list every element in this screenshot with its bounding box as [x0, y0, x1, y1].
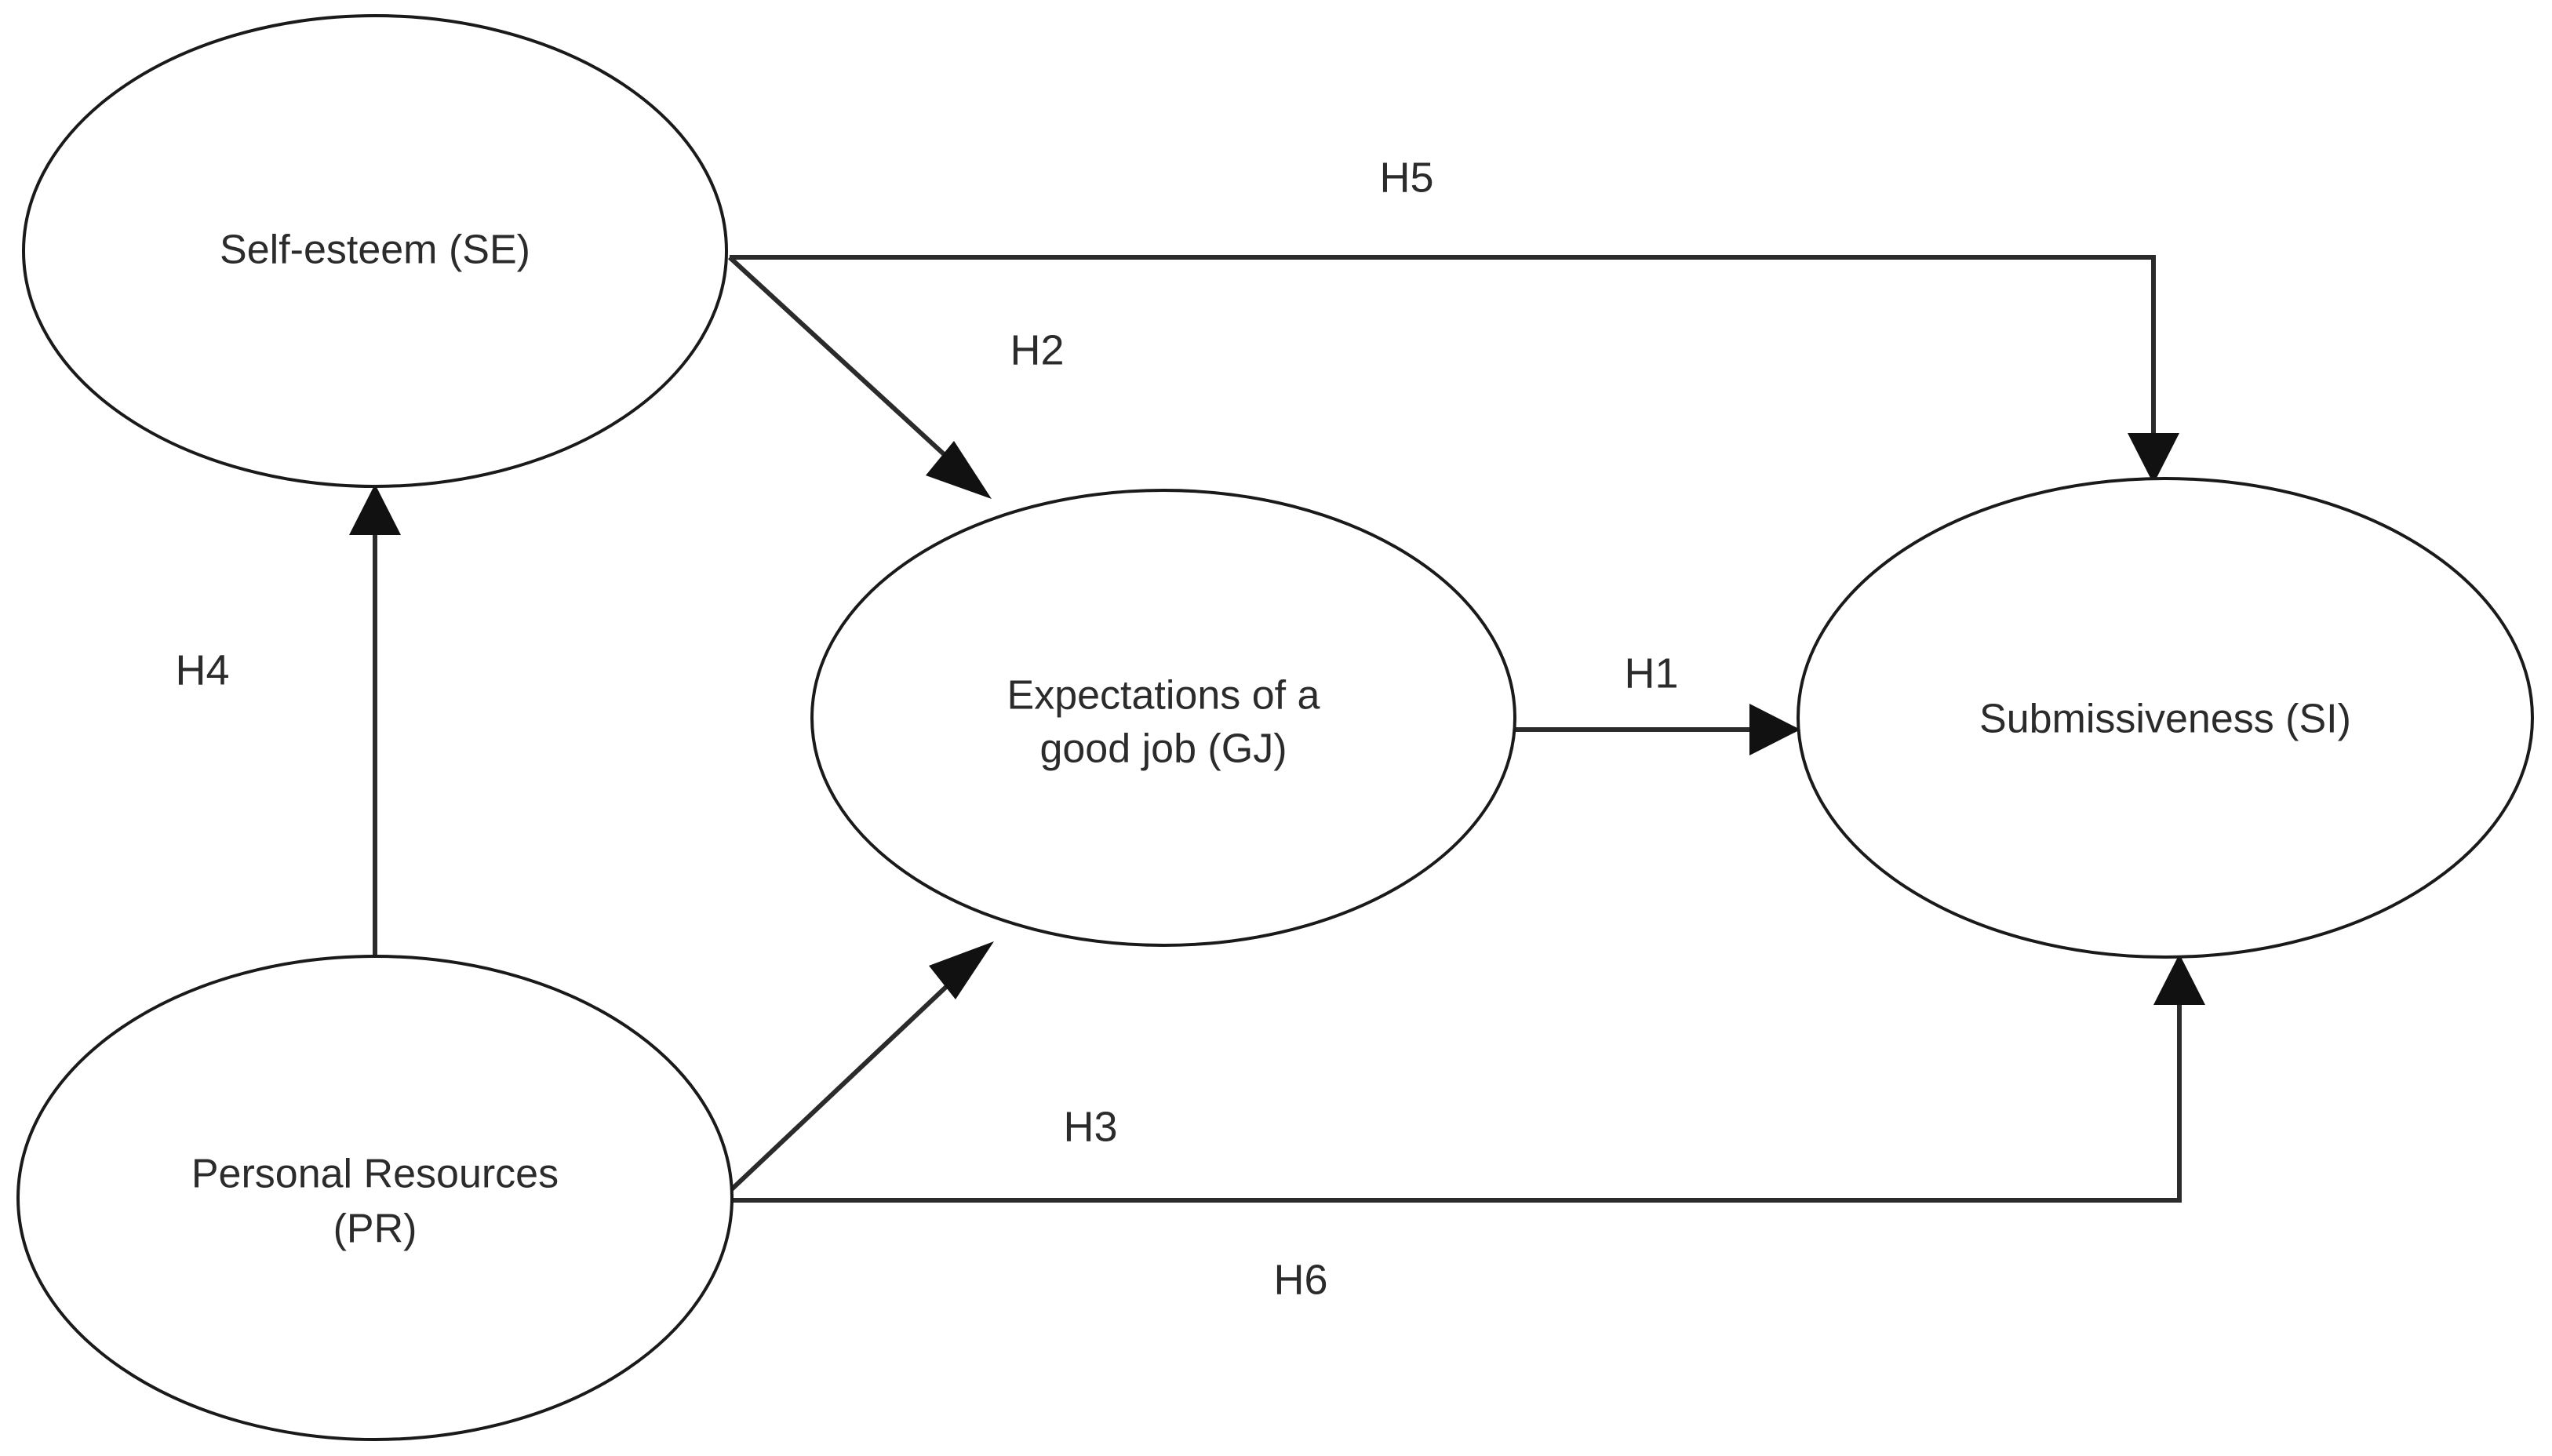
edge-label-h3: H3: [1063, 1103, 1117, 1150]
node-expectations-good-job-label-line1: Expectations of a: [1007, 673, 1320, 719]
edge-label-h6: H6: [1273, 1256, 1327, 1303]
node-personal-resources[interactable]: Personal Resources (PR): [16, 955, 734, 1441]
edge-h5-path: [730, 255, 2156, 450]
edge-h3-path: [720, 958, 977, 1200]
edge-h6-path: [723, 987, 2182, 1203]
edge-h4: H4: [175, 484, 401, 959]
edge-h1-arrowhead: [1749, 704, 1800, 755]
edge-h5: H5: [730, 154, 2179, 484]
edge-h2-path: [727, 255, 974, 482]
node-personal-resources-label-line1: Personal Resources: [191, 1152, 559, 1197]
node-personal-resources-shape[interactable]: [16, 955, 734, 1441]
edge-h3: H3: [720, 941, 1118, 1200]
edge-label-h5: H5: [1379, 154, 1433, 201]
edge-h2: H2: [727, 255, 1065, 499]
node-personal-resources-label-line2: (PR): [333, 1207, 417, 1252]
node-submissiveness-shape[interactable]: [1797, 477, 2534, 959]
edge-label-h1: H1: [1624, 650, 1678, 697]
node-expectations-good-job-label-line2: good job (GJ): [1039, 726, 1287, 772]
edge-label-h4: H4: [175, 646, 229, 693]
node-submissiveness-label: Submissiveness (SI): [1979, 697, 2351, 742]
edge-h1: H1: [1513, 650, 1800, 755]
node-self-esteem[interactable]: Self-esteem (SE): [22, 14, 728, 488]
edge-h6: H6: [723, 954, 2205, 1303]
edge-label-h2: H2: [1010, 326, 1064, 373]
node-expectations-good-job-shape[interactable]: [810, 489, 1516, 947]
edge-h3-arrowhead: [929, 941, 994, 999]
node-self-esteem-label: Self-esteem (SE): [220, 228, 530, 273]
edge-h4-arrowhead: [349, 484, 401, 535]
edge-h6-arrowhead: [2153, 954, 2205, 1005]
node-expectations-good-job[interactable]: Expectations of a good job (GJ): [810, 489, 1516, 947]
edge-h2-arrowhead: [926, 441, 992, 499]
node-submissiveness[interactable]: Submissiveness (SI): [1797, 477, 2534, 959]
edge-h5-arrowhead: [2128, 433, 2179, 484]
node-self-esteem-shape[interactable]: [22, 14, 728, 488]
